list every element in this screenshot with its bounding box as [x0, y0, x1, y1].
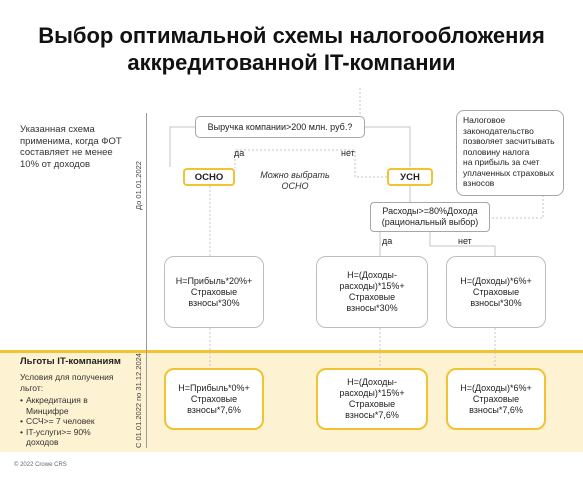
condition-text: ССЧ>= 7 человек [26, 416, 95, 426]
answer-no-2: нет [458, 236, 472, 246]
formula-line: Страховые [190, 393, 238, 404]
formula-line: Н=(Доходы- [347, 377, 397, 387]
condition-text: доходов [26, 437, 59, 447]
tax-box-osno-before: Н=Прибыль*20%+ Страховые взносы*30% [164, 256, 264, 328]
connector-expenses-box3 [429, 232, 496, 256]
expenses-question: Расходы>=80%Дохода (рациональный выбор) [370, 202, 490, 232]
page-title: Выбор оптимальной схемы налогообложения … [0, 22, 583, 76]
condition-item: Аккредитация в Минцифре [20, 395, 140, 416]
formula-line: взносы*7,6% [345, 410, 399, 420]
formula-line: Н=(Доходы)*6%+ [460, 382, 532, 393]
revenue-question: Выручка компании>200 млн. руб.? [195, 116, 365, 138]
conditions-intro: Условия для получения [20, 372, 114, 382]
choice-note: Можно выбрать ОСНО [250, 170, 340, 192]
tax-box-usn15-before: Н=(Доходы- расходы)*15%+ Страховые взнос… [316, 256, 428, 328]
condition-text: Аккредитация в [26, 395, 88, 405]
regime-usn: УСН [387, 168, 433, 186]
legal-note-line: на прибыль за счет [463, 157, 540, 167]
choice-note-line: Можно выбрать [260, 170, 330, 180]
period-divider [146, 113, 147, 448]
formula-line: взносы*7,6% [469, 404, 523, 415]
connector-legal-note [490, 195, 544, 219]
choice-note-line: ОСНО [281, 181, 309, 191]
fot-note-line: 10% от доходов [20, 158, 91, 170]
title-line-2: аккредитованной IT-компании [127, 50, 456, 75]
fot-note-line: составляет не менее [20, 147, 113, 158]
condition-text: Минцифре [26, 405, 69, 416]
formula-line: взносы*30% [470, 297, 522, 308]
connector-revenue-usn [365, 126, 411, 167]
formula-line: Н=Прибыль*20%+ [175, 275, 253, 286]
regime-osno: ОСНО [183, 168, 235, 186]
revenue-question-text: Выручка компании>200 млн. руб.? [207, 121, 353, 132]
legal-note-line: позволяет засчитывать [463, 136, 555, 146]
formula-line: Страховые [348, 399, 396, 409]
formula-line: взносы*30% [188, 297, 240, 308]
formula-line: Страховые [472, 286, 520, 297]
regime-osno-label: ОСНО [194, 171, 224, 183]
legal-note-line: взносов [463, 178, 495, 188]
condition-text: IT-услуги>= 90% [26, 426, 91, 437]
tax-box-usn15-after: Н=(Доходы- расходы)*15%+ Страховые взнос… [316, 368, 428, 430]
conditions-intro: льгот: [20, 382, 44, 393]
formula-line: взносы*7,6% [187, 404, 241, 415]
formula-line: Страховые [472, 393, 520, 404]
connector-revenue-osno [169, 126, 195, 167]
benefits-conditions: Условия для получения льгот: Аккредитаци… [20, 372, 140, 448]
tax-box-osno-after: Н=Прибыль*0%+ Страховые взносы*7,6% [164, 368, 264, 430]
fot-note-line: Указанная схема [20, 124, 95, 135]
formula-line: Страховые [348, 292, 396, 302]
answer-yes: да [234, 148, 245, 158]
answer-no: нет [341, 148, 355, 158]
legal-note-line: половину налога [463, 146, 530, 157]
answer-yes-2: да [382, 236, 393, 246]
regime-usn-label: УСН [400, 171, 420, 183]
legal-note-line: Налоговое [463, 115, 506, 125]
title-line-1: Выбор оптимальной схемы налогообложения [38, 23, 545, 48]
tax-box-usn6-after: Н=(Доходы)*6%+ Страховые взносы*7,6% [446, 368, 546, 430]
legal-note: Налоговое законодательство позволяет зас… [456, 110, 564, 196]
formula-line: Страховые [190, 286, 238, 297]
formula-line: Н=Прибыль*0%+ [178, 382, 250, 393]
connector-choice [234, 149, 387, 178]
fot-condition-note: Указанная схема применима, когда ФОТ сос… [20, 124, 122, 170]
tax-box-usn6-before: Н=(Доходы)*6%+ Страховые взносы*30% [446, 256, 546, 328]
legal-note-line: законодательство [463, 125, 534, 136]
copyright: © 2022 Crowe CRS [14, 462, 67, 468]
expenses-question-line: Расходы>=80%Дохода [382, 206, 478, 216]
period-label-before: До 01.01.2022 [134, 161, 143, 210]
formula-line: взносы*30% [346, 303, 398, 313]
fot-note-line: применима, когда ФОТ [20, 135, 122, 147]
formula-line: Н=(Доходы- [347, 270, 397, 280]
condition-item: ССЧ>= 7 человек [20, 416, 140, 427]
condition-item: IT-услуги>= 90% доходов [20, 427, 140, 448]
formula-line: расходы)*15%+ [339, 388, 405, 398]
benefits-title: Льготы IT-компаниям [20, 356, 121, 367]
legal-note-line: уплаченных страховых [463, 167, 554, 178]
formula-line: расходы)*15%+ [339, 281, 405, 291]
expenses-question-line: (рациональный выбор) [381, 217, 479, 227]
formula-line: Н=(Доходы)*6%+ [460, 275, 532, 286]
